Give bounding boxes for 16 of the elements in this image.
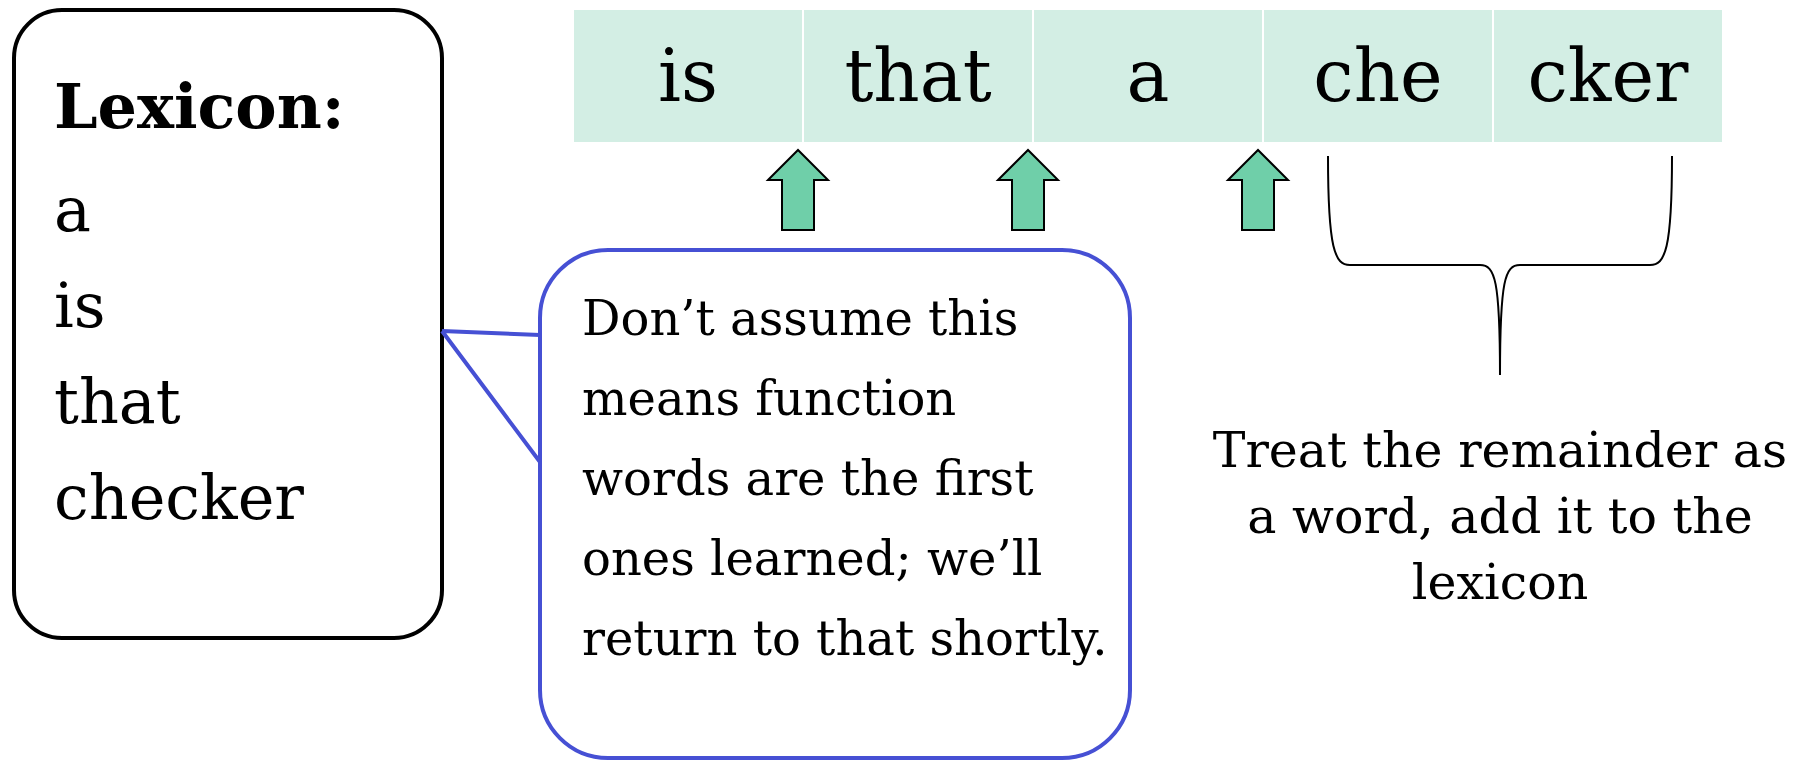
lexicon-entry: checker [54,460,305,536]
word-segment: che [1264,10,1492,142]
block-arrow [765,148,831,231]
lexicon-entry: is [54,268,107,344]
lexicon-box [12,8,444,640]
word-segment: cker [1494,10,1722,142]
lexicon-heading: Lexicon: [54,69,346,145]
lexicon-entry: a [54,172,92,248]
callout-bubble: Don’t assume this means function words are the first ones learned; we’ll return to that shortly. [538,248,1132,760]
word-segment: is [574,10,802,142]
block-arrow [995,148,1061,231]
word-segment: that [804,10,1032,142]
word-segment: a [1034,10,1262,142]
note-text: Treat the remainder as a word, add it to the lexicon [1211,421,1789,613]
block-arrow [1225,148,1291,231]
lexicon-entry: that [54,364,182,440]
